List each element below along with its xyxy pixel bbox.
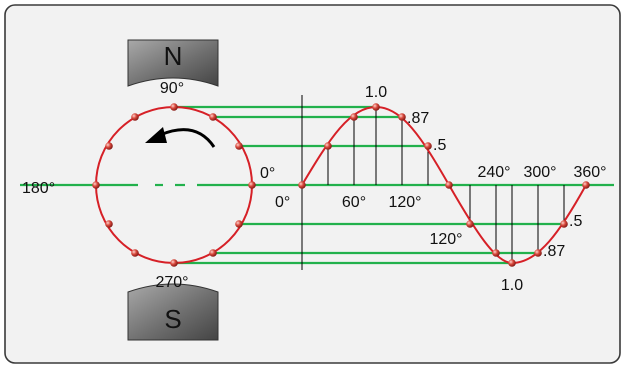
wave-point <box>560 220 568 228</box>
south-magnet-label: S <box>164 304 181 334</box>
circle-point <box>170 103 178 111</box>
wave-point <box>534 249 542 257</box>
tick-label-360: 360° <box>573 164 606 181</box>
value-label-peak-top: 1.0 <box>365 84 387 101</box>
north-magnet-label: N <box>164 41 183 71</box>
value-label-87-top: .87 <box>407 110 429 127</box>
tick-label-120: 120° <box>388 194 421 211</box>
value-label-87-bottom: .87 <box>543 243 565 260</box>
circle-point <box>105 142 113 150</box>
wave-point <box>424 142 432 150</box>
angle-label-180: 180° <box>22 180 55 197</box>
tick-label-120-lower: 120° <box>429 231 462 248</box>
south-magnet: S <box>128 284 218 340</box>
circle-point <box>209 249 217 257</box>
value-label-peak-bottom: 1.0 <box>501 277 523 294</box>
tick-label-240: 240° <box>477 164 510 181</box>
tick-label-300: 300° <box>523 164 556 181</box>
circle-point <box>131 113 139 121</box>
circle-point <box>235 220 243 228</box>
circle-point <box>209 113 217 121</box>
tick-label-0: 0° <box>275 194 290 211</box>
wave-point <box>372 103 380 111</box>
wave-point <box>398 113 406 121</box>
wave-point <box>350 113 358 121</box>
wave-point <box>324 142 332 150</box>
wave-point <box>445 181 453 189</box>
tick-label-60: 60° <box>342 194 366 211</box>
wave-point <box>508 259 516 267</box>
angle-label-90: 90° <box>160 80 184 97</box>
wave-point <box>582 181 590 189</box>
circle-point <box>131 249 139 257</box>
angle-label-270: 270° <box>155 274 188 291</box>
circle-point <box>235 142 243 150</box>
wave-point <box>492 249 500 257</box>
wave-point <box>298 181 306 189</box>
circle-point <box>92 181 100 189</box>
angle-label-0: 0° <box>260 165 275 182</box>
circle-point <box>248 181 256 189</box>
circle-point <box>105 220 113 228</box>
circle-point <box>170 259 178 267</box>
value-label-5-bottom: .5 <box>569 213 582 230</box>
value-label-5-top: .5 <box>433 137 446 154</box>
wave-point <box>466 220 474 228</box>
